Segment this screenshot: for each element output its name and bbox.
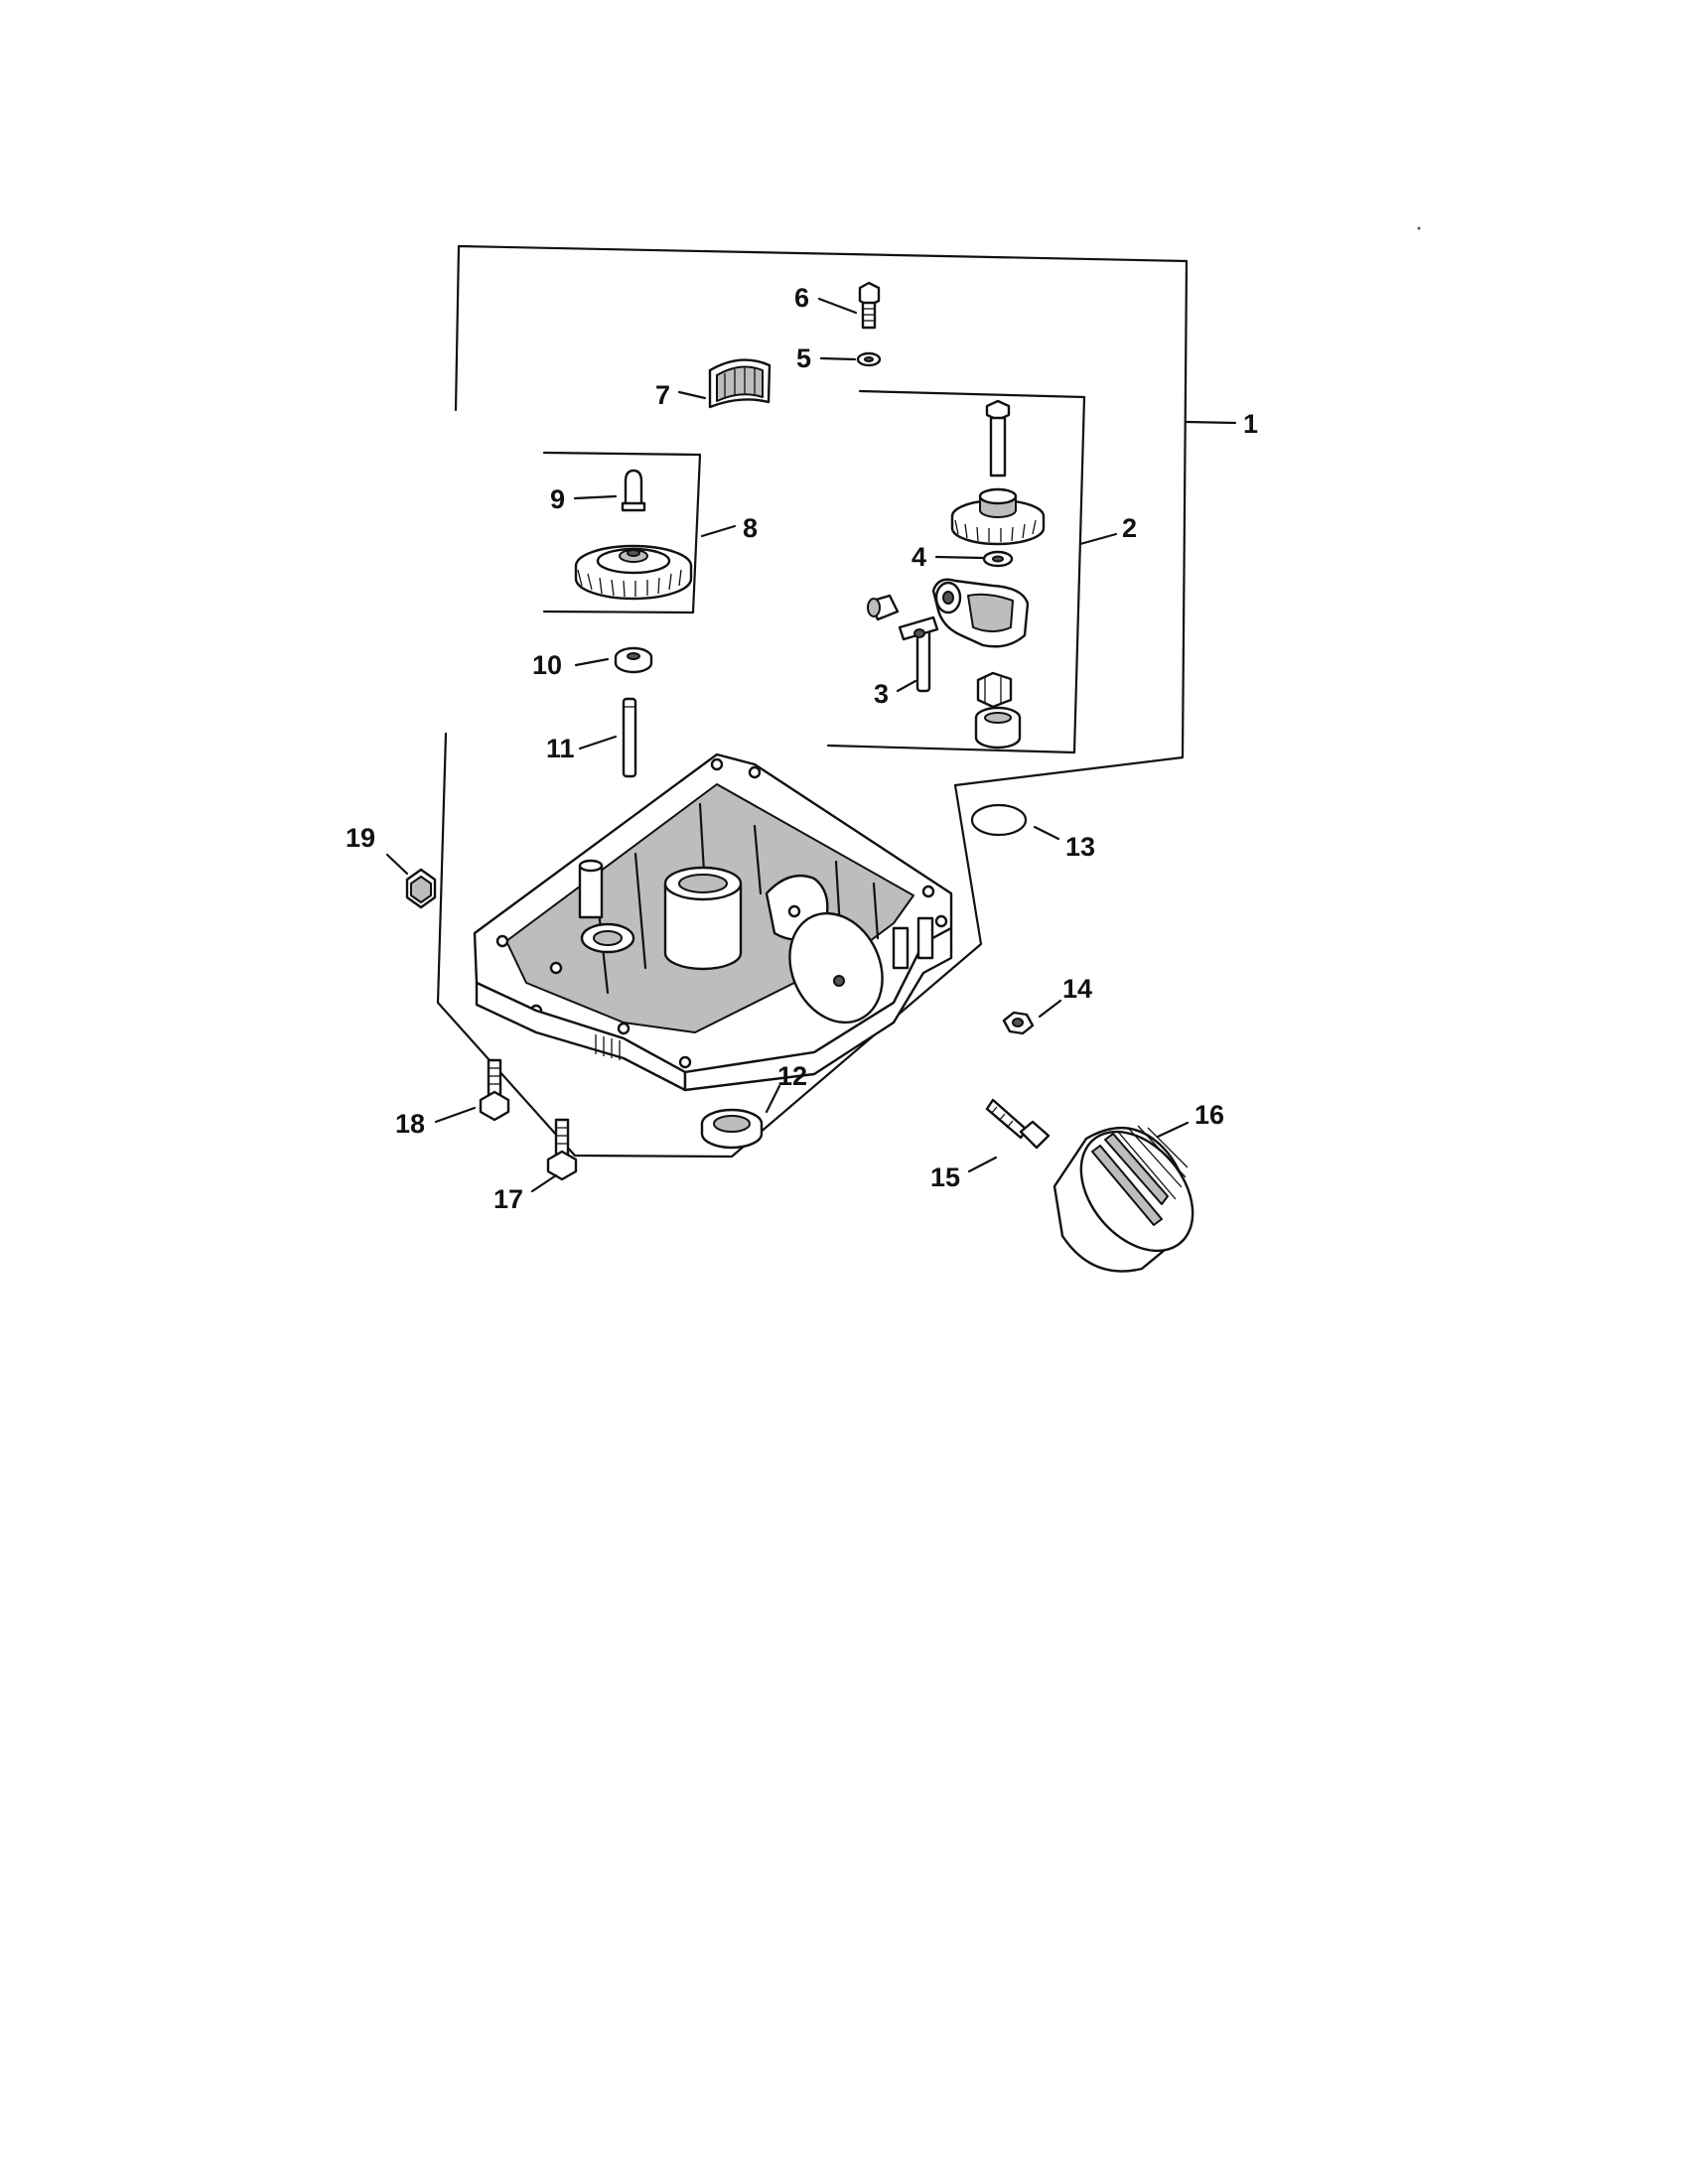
oil-filter-part-16 [1052,1125,1194,1273]
callout-19: 19 [346,823,375,853]
fitting-part-15 [985,1098,1051,1150]
callout-12: 12 [777,1061,807,1091]
o-ring-part-13 [970,803,1028,837]
leader-5 [819,356,857,361]
callout-17: 17 [493,1184,523,1214]
callout-7: 7 [655,380,670,410]
callout-10: 10 [532,650,562,680]
assembly-8-outline [542,451,702,614]
assembly-2-outline [826,389,1086,754]
callout-11: 11 [546,734,575,763]
screw-part-18 [479,1058,510,1122]
callout-14: 14 [1062,974,1092,1004]
callout-3: 3 [874,679,889,709]
leader-15 [967,1156,998,1173]
callout-4: 4 [912,542,926,572]
screen-part-7 [708,358,772,409]
leader-8 [700,524,737,538]
leader-12 [765,1084,781,1114]
callout-16: 16 [1194,1100,1224,1130]
nut-part-14 [1002,1011,1035,1035]
bolt-part-6 [858,281,881,330]
leader-16 [1156,1121,1190,1139]
oil-pump-assembly-part-2 [867,399,1046,750]
crankcase-housing [473,752,953,1092]
screw-part-17 [546,1118,578,1181]
speck [1417,226,1421,230]
gear-part-8 [574,544,693,601]
leader-13 [1033,825,1060,841]
leader-10 [574,657,610,667]
pin-part-9 [621,469,646,512]
leader-19 [385,853,409,876]
assembly-1-outline [436,244,1189,1159]
washer-part-10 [614,646,653,674]
leader-7 [677,390,707,400]
plug-part-19 [405,868,437,909]
callout-18: 18 [395,1109,425,1139]
callout-13: 13 [1065,832,1095,862]
leader-14 [1038,999,1062,1019]
callout-8: 8 [743,513,758,543]
leader-6 [817,297,858,315]
leader-17 [530,1173,558,1193]
seal-part-12 [700,1108,764,1150]
shaft-part-11 [622,697,637,778]
leader-1 [1185,420,1237,425]
callout-9: 9 [550,484,565,514]
leader-lines [385,297,1237,1193]
callout-15: 15 [930,1162,960,1192]
leader-2 [1078,532,1118,546]
leader-18 [434,1106,477,1124]
leader-11 [578,735,618,751]
washer-part-5 [856,351,882,367]
leader-3 [896,679,917,693]
callout-labels: 1 2 3 4 5 6 7 8 9 10 11 12 13 14 15 16 1… [346,283,1258,1214]
leader-9 [573,494,618,500]
callout-5: 5 [796,343,811,373]
callout-1: 1 [1243,409,1258,439]
leader-4 [934,555,985,560]
callout-6: 6 [794,283,809,313]
callout-2: 2 [1122,513,1137,543]
